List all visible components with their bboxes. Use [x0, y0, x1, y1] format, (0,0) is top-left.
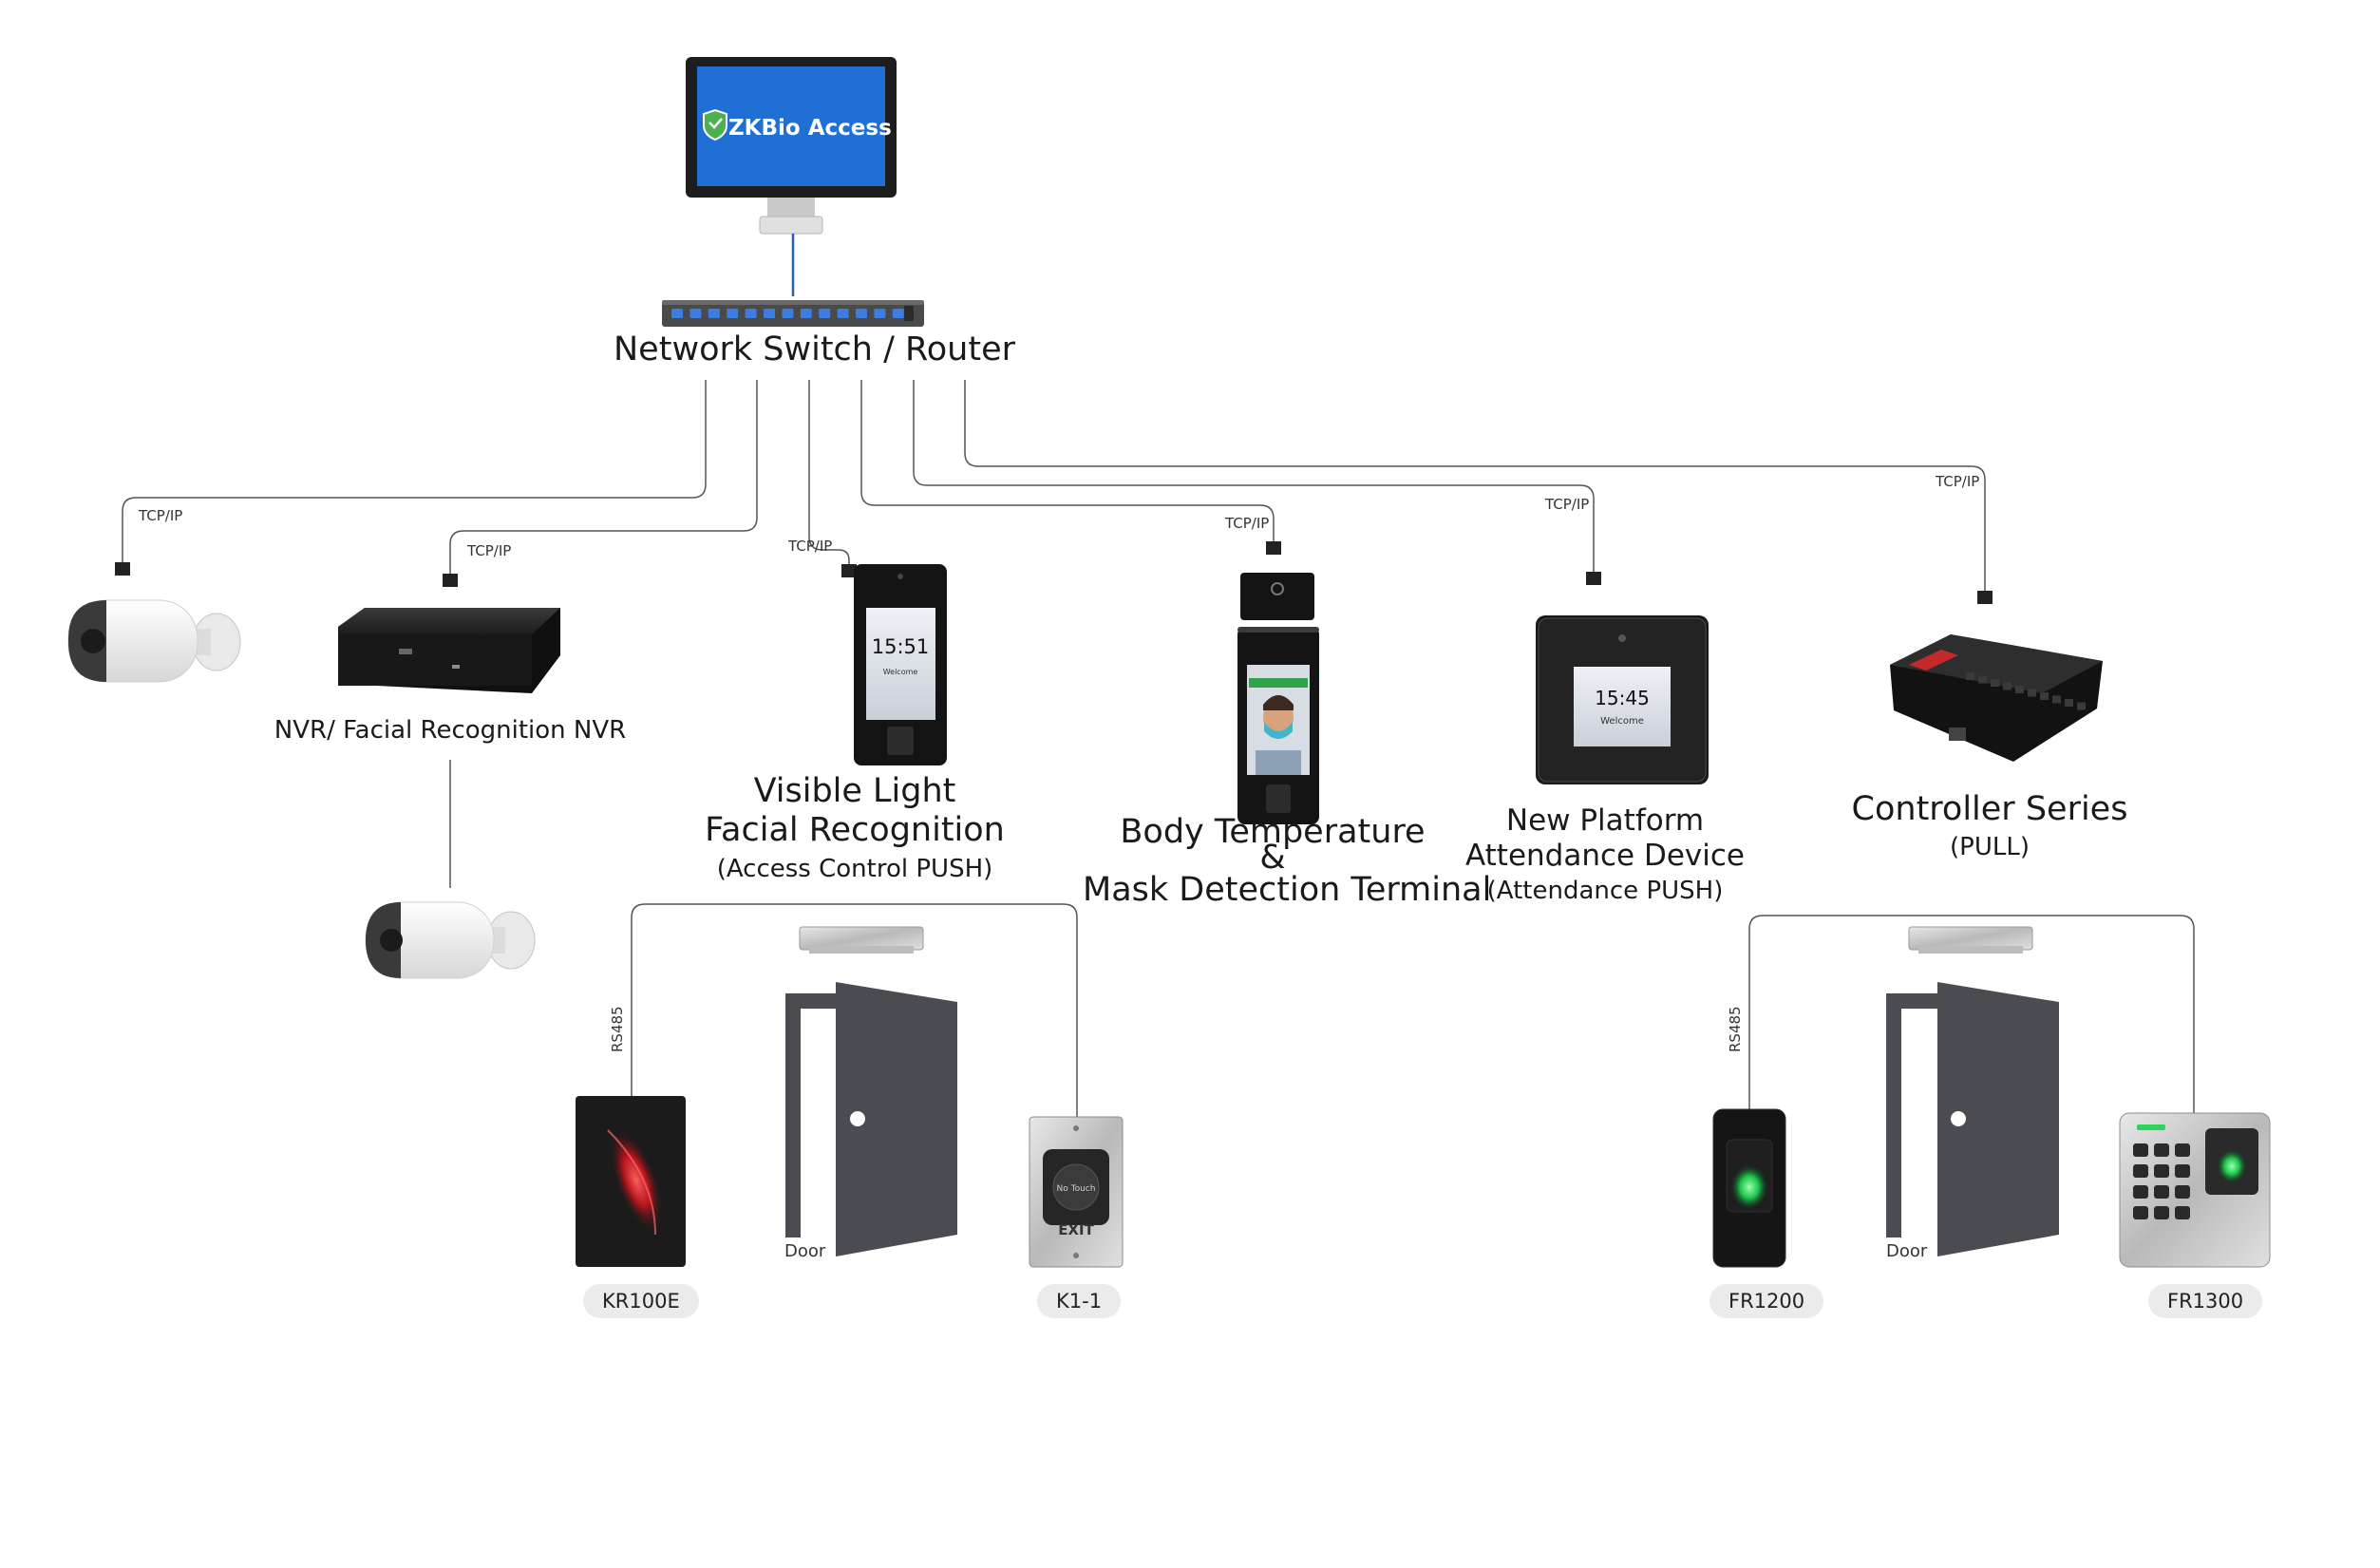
body-temp-label: Body Temperature & Mask Detection Termin… — [1083, 813, 1492, 910]
monitor — [686, 57, 897, 235]
body-temp-label-line2: & — [1259, 839, 1286, 878]
visible-light-greeting: Welcome — [883, 668, 918, 676]
fr1200-label: FR1200 — [1709, 1284, 1824, 1318]
door-left — [785, 982, 957, 1256]
tcpip-label-body-temp: TCP/IP — [1225, 515, 1270, 532]
rs485-label-left: RS485 — [609, 1006, 626, 1052]
tcpip-label-camera: TCP/IP — [139, 507, 183, 524]
attendance-device — [1536, 615, 1709, 784]
terminal-block-icon — [2052, 695, 2061, 704]
terminal-block-icon — [2003, 682, 2012, 690]
visible-light-label-line2: Facial Recognition — [705, 811, 1005, 850]
body-temperature-terminal — [1237, 573, 1319, 824]
magnetic-lock-right — [1908, 926, 2033, 954]
attendance-label: New Platform Attendance Device (Attendan… — [1444, 803, 1766, 906]
keypad-key-icon — [2133, 1143, 2148, 1157]
switch-port-icon — [892, 309, 904, 318]
switch-port-icon — [856, 309, 867, 318]
switch-port-icon — [727, 309, 739, 318]
switch-port-icon — [689, 309, 702, 318]
bullet-camera-1 — [67, 599, 241, 683]
nvr-label: NVR/ Facial Recognition NVR — [274, 716, 627, 745]
door-label-right: Door — [1886, 1241, 1928, 1261]
terminal-block-icon — [1978, 675, 1987, 684]
body-temp-label-line1: Body Temperature — [1120, 813, 1426, 851]
k1-1-touch-text: No Touch — [1057, 1184, 1096, 1194]
k1-1-exit-text: EXIT — [1058, 1221, 1094, 1238]
fr1300-reader — [2119, 1112, 2271, 1268]
network-switch — [662, 300, 924, 327]
keypad-key-icon — [2133, 1185, 2148, 1199]
fr1200-reader — [1712, 1108, 1786, 1268]
shield-icon — [703, 108, 727, 142]
keypad-key-icon — [2175, 1206, 2190, 1219]
keypad-key-icon — [2154, 1185, 2169, 1199]
terminal-block-icon — [2028, 689, 2036, 697]
switch-port-icon — [874, 309, 886, 318]
terminal-block-icon — [2015, 686, 2024, 693]
kr100e-label: KR100E — [583, 1284, 699, 1318]
keypad-key-icon — [2154, 1143, 2169, 1157]
terminal-block-icon — [1966, 672, 1974, 680]
software-logo: ZKBio Access IVS — [728, 116, 940, 141]
attendance-label-line2: Attendance Device — [1464, 838, 1745, 873]
keypad-key-icon — [2154, 1206, 2169, 1219]
switch-port-icon — [782, 309, 794, 318]
keypad-key-icon — [2154, 1164, 2169, 1178]
network-cables — [122, 380, 1986, 591]
keypad-key-icon — [2175, 1143, 2190, 1157]
switch-port-icon — [671, 309, 683, 318]
magnetic-lock-left — [799, 926, 924, 954]
terminal-block-icon — [1991, 679, 1999, 687]
attendance-label-line1: New Platform — [1505, 803, 1705, 838]
door-right — [1886, 982, 2059, 1256]
keypad-key-icon — [2133, 1206, 2148, 1219]
keypad-key-icon — [2175, 1185, 2190, 1199]
terminal-block-icon — [2040, 692, 2049, 700]
tcpip-label-nvr: TCP/IP — [467, 542, 512, 559]
visible-light-label-line1: Visible Light — [753, 772, 956, 810]
k1-1-label: K1-1 — [1037, 1284, 1122, 1318]
switch-label: Network Switch / Router — [614, 331, 1016, 368]
body-temp-label-line3: Mask Detection Terminal — [1083, 870, 1492, 909]
attendance-greeting: Welcome — [1600, 716, 1644, 727]
visible-light-terminal — [854, 564, 947, 765]
rj45-plugs — [115, 541, 1993, 604]
controller-label: Controller Series (PULL) — [1833, 790, 2146, 862]
tcpip-label-visible-light: TCP/IP — [788, 538, 833, 555]
controller-label-line1: Controller Series — [1851, 790, 2128, 828]
switch-port-icon — [837, 309, 849, 318]
terminal-block-icon — [2065, 699, 2073, 707]
tcpip-label-controller: TCP/IP — [1936, 473, 1980, 490]
rs485-label-right: RS485 — [1727, 1006, 1744, 1052]
terminal-block-icon — [2077, 702, 2086, 710]
keypad-key-icon — [2175, 1164, 2190, 1178]
visible-light-clock: 15:51 — [872, 635, 930, 658]
attendance-label-line3: (Attendance PUSH) — [1486, 877, 1724, 906]
switch-port-icon — [764, 309, 775, 318]
controller-label-line2: (PULL) — [1950, 833, 2030, 862]
switch-port-icon — [800, 309, 812, 318]
nvr-device — [338, 608, 560, 693]
visible-light-label: Visible Light Facial Recognition (Access… — [689, 772, 1021, 883]
switch-port-icon — [745, 309, 757, 318]
visible-light-label-line3: (Access Control PUSH) — [716, 854, 993, 883]
switch-port-icon — [708, 309, 720, 318]
door-label-left: Door — [784, 1241, 826, 1261]
tcpip-label-attendance: TCP/IP — [1545, 496, 1590, 513]
k1-1-exit-button — [1029, 1116, 1124, 1268]
keypad-key-icon — [2133, 1164, 2148, 1178]
switch-port-icon — [819, 309, 831, 318]
attendance-clock: 15:45 — [1595, 687, 1650, 709]
access-controller — [1890, 634, 2103, 762]
kr100e-reader — [576, 1096, 686, 1267]
rs485-cable-left — [631, 903, 1078, 1119]
rs485-cable-right — [1748, 915, 2195, 1117]
bullet-camera-2 — [365, 901, 536, 979]
fr1300-label: FR1300 — [2148, 1284, 2263, 1318]
